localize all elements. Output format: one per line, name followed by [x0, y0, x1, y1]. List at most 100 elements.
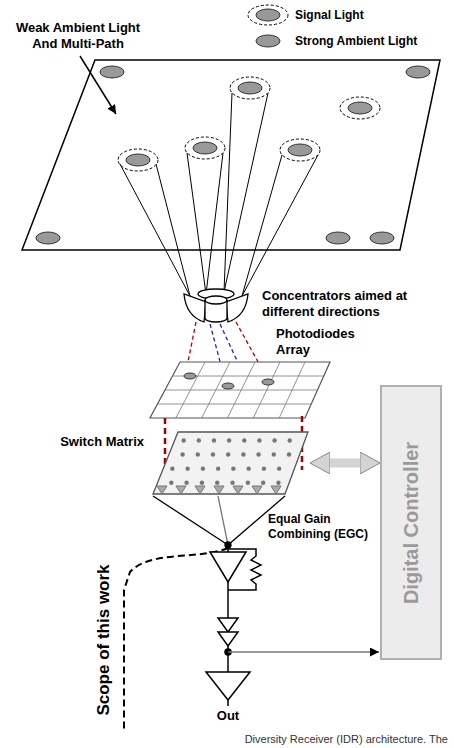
concentrator-lens — [226, 294, 248, 322]
feedback-to-controller — [228, 651, 379, 653]
switch-output — [176, 486, 186, 494]
switch-dot — [261, 481, 265, 485]
ambient-spot — [370, 232, 394, 244]
legend-spot — [256, 35, 280, 47]
grid-line — [176, 362, 205, 418]
switch-dot — [262, 466, 266, 470]
signal-name: Out — [208, 708, 248, 724]
legend-label: Signal Light — [295, 8, 364, 22]
switch-dot — [241, 452, 245, 456]
switch-dot — [287, 452, 291, 456]
egc-funnel — [153, 496, 285, 548]
scope-label: Scope of this work — [94, 550, 114, 730]
grid-line — [279, 362, 305, 418]
switch-dot — [212, 438, 216, 442]
combiner-line — [218, 496, 228, 545]
switch-dot — [169, 481, 173, 485]
switch-dot — [277, 466, 281, 470]
switch-dot — [211, 452, 215, 456]
switch-dot — [256, 452, 260, 456]
switch-dot — [201, 466, 205, 470]
switch-dot — [184, 481, 188, 485]
ceiling-plane — [22, 60, 440, 250]
array-spots — [184, 373, 274, 389]
combiner-line — [153, 496, 228, 545]
concentrator-lens — [184, 294, 206, 322]
switch-dot — [226, 452, 230, 456]
switch-output — [233, 486, 243, 494]
signal-spots — [118, 77, 380, 171]
gain-stage — [218, 618, 238, 632]
controller-box: Digital Controller — [380, 385, 442, 660]
switch-dot — [227, 438, 231, 442]
pixel-spot — [262, 379, 274, 385]
pixel-spot — [222, 383, 234, 389]
grid-line — [228, 362, 256, 418]
switch-matrix: Switch Matrix — [150, 430, 310, 496]
signal-halo — [118, 149, 158, 171]
pointer-arrow — [80, 56, 116, 114]
signal-spot — [193, 142, 217, 154]
ambient-spot — [100, 66, 124, 78]
signal-spot — [126, 154, 150, 166]
ambient-spot — [406, 66, 430, 78]
wire — [227, 700, 229, 706]
signal-spot — [348, 102, 372, 114]
feedback-resistor — [228, 549, 261, 590]
grid-line — [253, 362, 280, 418]
signal-halo — [340, 97, 380, 119]
legend: Signal LightStrong Ambient Light — [245, 2, 417, 54]
legend-label: Strong Ambient Light — [295, 34, 417, 48]
amplifier-chain — [206, 545, 379, 706]
signal-spot — [288, 144, 312, 156]
array-outline — [150, 362, 330, 418]
node-label: Switch Matrix — [48, 434, 144, 449]
tia-amplifier — [210, 552, 246, 582]
cone-line — [187, 153, 206, 294]
cone-line — [242, 155, 318, 296]
concentrators — [184, 289, 248, 322]
switch-dot — [196, 452, 200, 456]
ambient-spot — [326, 232, 350, 244]
switch-dot — [197, 438, 201, 442]
figure-caption: Diversity Receiver (IDR) architecture. T… — [140, 733, 448, 746]
switch-dot — [257, 438, 261, 442]
switch-dot — [246, 481, 250, 485]
switch-output — [195, 486, 205, 494]
part-label: Concentrators aimed at different directi… — [262, 288, 442, 320]
signal-spot — [238, 82, 262, 94]
legend-sample — [245, 3, 291, 27]
switch-dot — [181, 438, 185, 442]
node-label: Digital Controller — [400, 441, 422, 603]
grid-line — [202, 362, 230, 418]
switch-dot — [200, 481, 204, 485]
wire — [227, 582, 229, 618]
part-label: Equal Gain Combining (EGC) — [268, 512, 378, 542]
double-arrow — [324, 459, 366, 468]
switch-dot — [231, 466, 235, 470]
switch-output — [252, 486, 262, 494]
switch-output — [157, 486, 167, 494]
concentrator-cylinder-top — [205, 296, 227, 304]
signal-halo — [230, 77, 270, 99]
signal-halo — [185, 137, 225, 159]
photodiode-array — [150, 362, 330, 418]
scope-boundary — [124, 548, 228, 730]
switch-dot — [230, 481, 234, 485]
cone-line — [120, 164, 190, 296]
part-label: Photodiodes Array — [276, 326, 376, 358]
switch-dot — [215, 481, 219, 485]
switch-dot — [180, 452, 184, 456]
strong-ambient-spots — [36, 66, 430, 244]
switch-dot — [185, 466, 189, 470]
switch-dot — [170, 466, 174, 470]
switch-output — [271, 486, 281, 494]
switch-dot — [276, 481, 280, 485]
pixel-spot — [184, 373, 196, 379]
cone-line — [206, 153, 223, 294]
switch-dot — [246, 466, 250, 470]
switch-dot — [288, 438, 292, 442]
switch-dot — [272, 438, 276, 442]
signal-halo — [280, 139, 320, 161]
